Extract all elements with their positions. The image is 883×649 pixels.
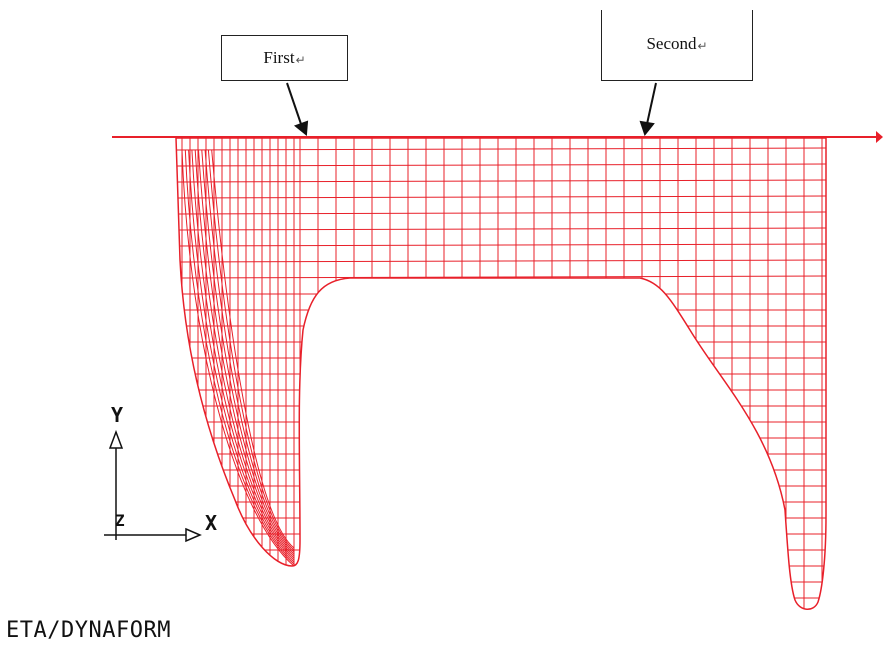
mesh-curve	[184, 149, 295, 565]
mesh-line	[176, 163, 826, 167]
first-arrow	[286, 82, 302, 125]
second-arrow	[646, 82, 657, 125]
mesh-line	[176, 227, 826, 231]
first-callout-label: First	[263, 48, 295, 67]
first-arrowhead	[293, 120, 309, 136]
mesh-grid	[176, 138, 826, 610]
axis-z-label: Z	[115, 511, 125, 530]
part-outline	[175, 137, 827, 610]
mesh-line	[176, 275, 826, 279]
second-callout-mark: ↵	[697, 38, 708, 53]
axis-triad	[104, 429, 202, 543]
mesh-curve	[207, 149, 295, 551]
first-callout-mark: ↵	[295, 52, 306, 67]
mesh-curve	[201, 149, 295, 555]
first-callout: First↵	[221, 35, 348, 81]
second-callout: Second↵	[601, 10, 753, 81]
mesh-curve	[204, 149, 295, 553]
mesh-curve	[211, 149, 295, 549]
mesh-line	[176, 259, 826, 263]
mesh-line	[176, 179, 826, 183]
axis-y-label: Y	[111, 403, 124, 427]
second-callout-label: Second	[646, 34, 697, 53]
mesh-curve	[198, 149, 295, 557]
mesh-curve	[191, 149, 295, 561]
second-arrowhead	[639, 120, 655, 137]
mesh-line	[176, 195, 826, 199]
mesh-line	[176, 211, 826, 215]
axis-x-label: X	[205, 511, 218, 535]
mesh-curve	[188, 149, 295, 563]
mesh-curve	[194, 149, 295, 559]
brand-label: ETA/DYNAFORM	[6, 618, 171, 643]
mesh-curve	[181, 149, 295, 567]
mesh-line	[176, 147, 826, 151]
mesh-line	[176, 243, 826, 247]
section-line-arrowhead	[876, 131, 883, 143]
